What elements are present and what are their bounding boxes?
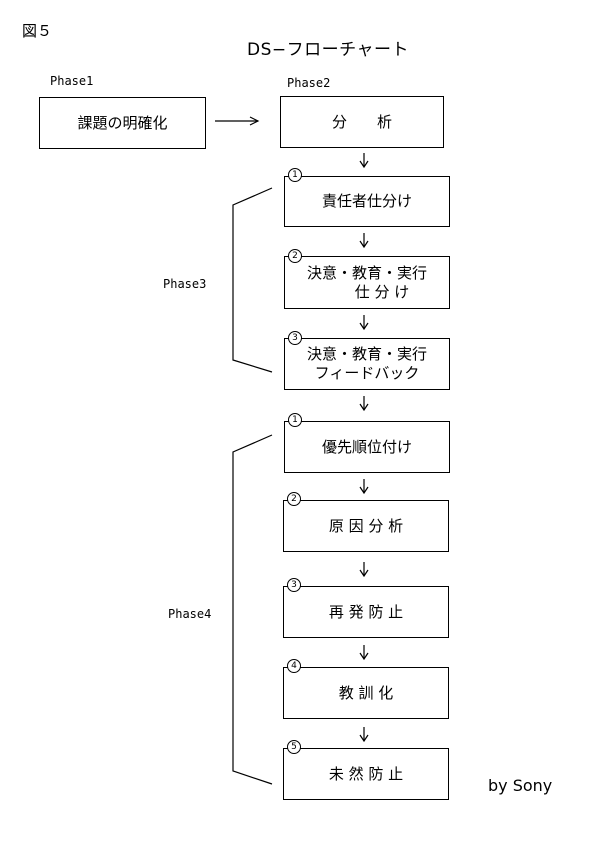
box-p4-2-label: 原 因 分 析 — [328, 516, 404, 535]
step-number-p4-2: 2 — [287, 492, 301, 506]
box-clarify-label: 課題の明確化 — [77, 113, 168, 132]
box-p3-2-label: 決意・教育・実行 仕 分 け — [306, 263, 427, 301]
step-number-p4-1: 1 — [288, 413, 302, 427]
box-p4-4: 教 訓 化 — [283, 667, 449, 719]
box-analysis-label: 分 析 — [331, 112, 392, 131]
phase3-bracket — [232, 187, 273, 373]
box-p4-2: 原 因 分 析 — [283, 500, 449, 552]
box-p4-4-label: 教 訓 化 — [338, 683, 394, 702]
step-number-p3-1: 1 — [288, 168, 302, 182]
step-number-p4-3: 3 — [287, 578, 301, 592]
phase3-label: Phase3 — [163, 277, 207, 291]
box-analysis: 分 析 — [280, 96, 444, 148]
box-p3-3-label: 決意・教育・実行 フィードバック — [306, 345, 427, 382]
box-p4-3: 再 発 防 止 — [283, 586, 449, 638]
phase2-label: Phase2 — [287, 76, 331, 90]
arrowhead-clarify-to-analysis — [249, 116, 260, 126]
box-p3-2: 決意・教育・実行 仕 分 け — [284, 256, 450, 309]
phase4-bracket — [232, 434, 273, 785]
figure-label: 図５ — [22, 22, 53, 40]
box-p4-1-label: 優先順位付け — [321, 437, 412, 456]
box-clarify: 課題の明確化 — [39, 97, 206, 149]
phase1-label: Phase1 — [50, 74, 94, 88]
step-number-p3-3: 3 — [288, 331, 302, 345]
footer-credit: by Sony — [488, 776, 553, 795]
box-p4-3-label: 再 発 防 止 — [328, 602, 404, 621]
box-p3-1-label: 責任者仕分け — [321, 192, 412, 210]
step-number-p4-4: 4 — [287, 659, 301, 673]
box-p4-5: 未 然 防 止 — [283, 748, 449, 800]
diagram-title: DS−フローチャート — [247, 40, 409, 60]
box-p3-3: 決意・教育・実行 フィードバック — [284, 338, 450, 390]
box-p3-1: 責任者仕分け — [284, 176, 450, 227]
phase4-label: Phase4 — [168, 607, 212, 621]
step-number-p3-2: 2 — [288, 249, 302, 263]
step-number-p4-5: 5 — [287, 740, 301, 754]
box-p4-5-label: 未 然 防 止 — [328, 764, 404, 783]
box-p4-1: 優先順位付け — [284, 421, 450, 473]
